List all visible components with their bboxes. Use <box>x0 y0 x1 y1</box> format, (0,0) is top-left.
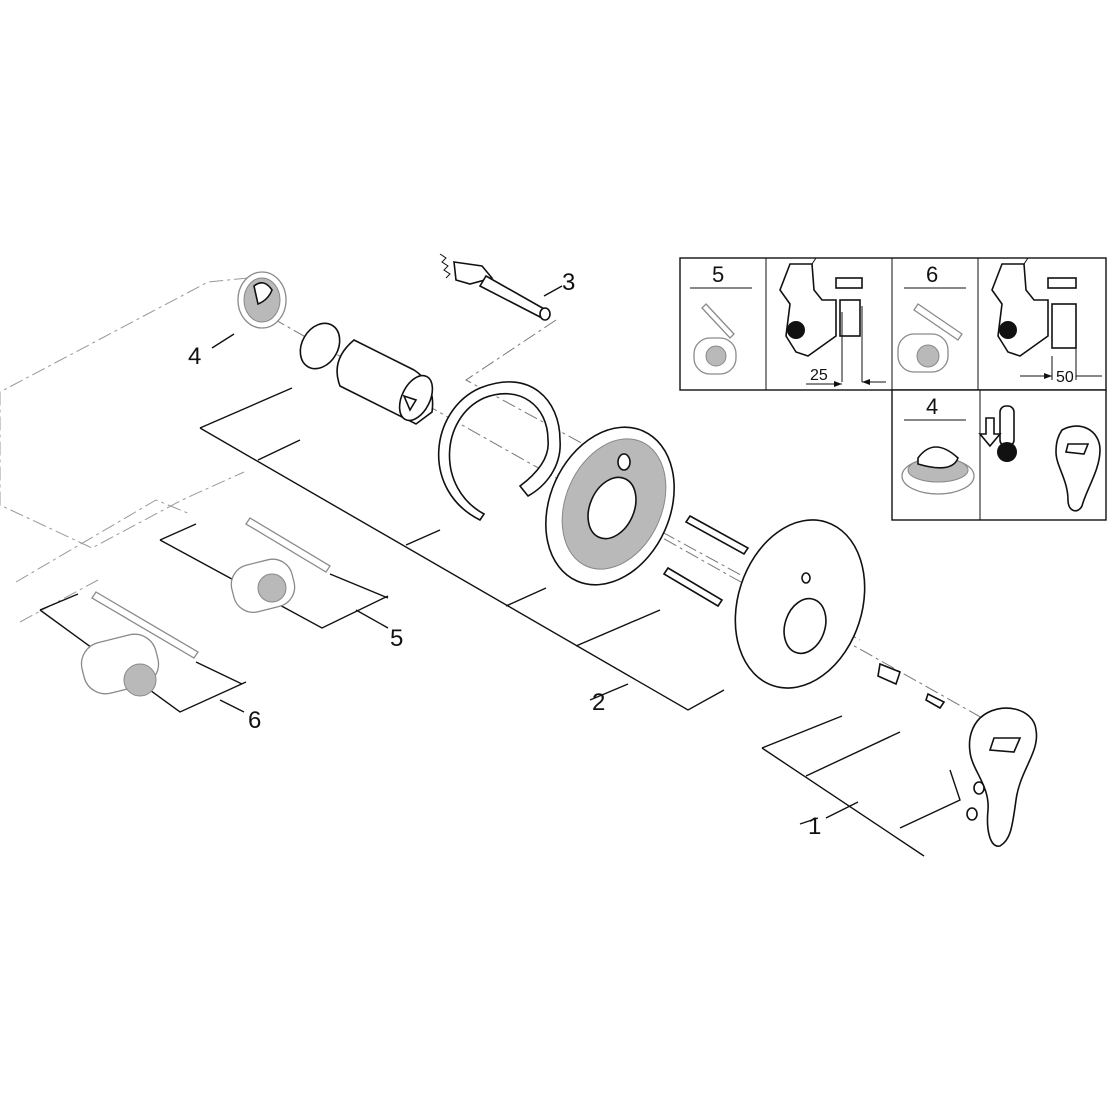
adapter-nut <box>877 662 901 686</box>
inset-valve-50: 50 <box>991 257 1102 386</box>
option-6-ghost-parts <box>80 591 199 697</box>
sleeve-cylinder <box>336 339 434 425</box>
callout-3: 3 <box>562 269 575 296</box>
part-4-cap <box>237 271 287 329</box>
inset-label-6: 6 <box>926 262 938 287</box>
bracket-lines <box>39 285 961 857</box>
set-screw <box>925 692 946 710</box>
retaining-c-ring <box>437 381 561 522</box>
inset-label-4: 4 <box>926 394 938 419</box>
o-ring <box>299 322 341 370</box>
inset-temperature-limit <box>978 405 1101 512</box>
mounting-plate <box>545 426 675 586</box>
callout-6: 6 <box>248 707 261 734</box>
inset-options-panel: 5 25 6 <box>679 257 1107 521</box>
inset-option-4: 4 <box>901 394 975 495</box>
inset-label-5: 5 <box>712 262 724 287</box>
callout-2: 2 <box>592 689 605 716</box>
option-5-ghost-parts <box>230 517 331 613</box>
part-1-lever-handle <box>966 707 1038 847</box>
inset-option-6: 6 <box>897 262 966 373</box>
callout-4: 4 <box>188 343 201 370</box>
option-group-dashed-bracket <box>0 277 249 623</box>
long-screws <box>662 514 750 608</box>
callout-5: 5 <box>390 625 403 652</box>
inset-option-5: 5 <box>690 262 752 375</box>
inset-dim-50: 50 <box>1056 369 1074 386</box>
callout-numbers: 1 2 3 4 5 6 <box>188 269 821 840</box>
callout-1: 1 <box>808 813 821 840</box>
inset-dim-25: 25 <box>810 367 828 384</box>
part-3-stem <box>439 253 551 321</box>
inset-valve-25: 25 <box>779 257 886 387</box>
escutcheon-plate <box>734 519 866 689</box>
